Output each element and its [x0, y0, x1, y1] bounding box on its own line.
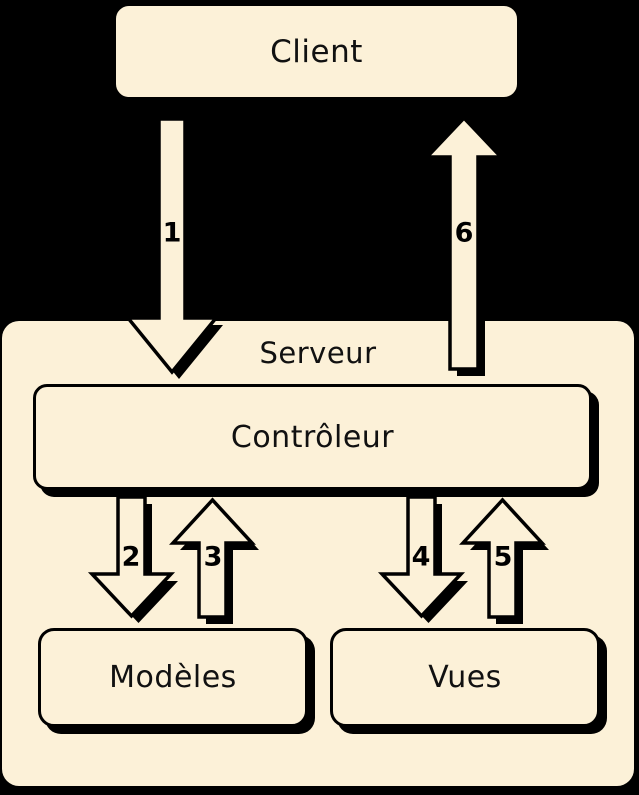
arrow-shape — [87, 495, 176, 619]
flow-label-3: 3 — [203, 541, 223, 573]
arrow-shape — [459, 497, 546, 619]
node-client: Client — [113, 3, 520, 100]
flow-arrow-5-up — [459, 497, 549, 624]
flow-arrow-2-down — [87, 495, 178, 623]
arrow-shape — [422, 115, 506, 371]
node-models-label: Modèles — [109, 660, 237, 695]
server-container-label: Serveur — [259, 336, 377, 370]
arrow-shape — [377, 495, 466, 619]
flow-arrow-4-down — [377, 495, 468, 623]
node-controller-label: Contrôleur — [230, 419, 395, 455]
node-views: Vues — [330, 628, 600, 727]
flow-label-1: 1 — [162, 217, 182, 249]
node-views-label: Vues — [428, 660, 502, 695]
node-models: Modèles — [38, 628, 308, 727]
flow-arrow-3-up — [169, 497, 259, 624]
flow-label-5: 5 — [493, 541, 513, 573]
flow-arrow-1-down — [124, 117, 223, 379]
flow-label-4: 4 — [411, 541, 431, 573]
node-controller: Contrôleur — [33, 384, 592, 490]
flow-label-6: 6 — [454, 217, 474, 249]
arrow-shape — [169, 497, 256, 619]
flow-label-2: 2 — [121, 541, 141, 573]
arrow-shape — [124, 117, 220, 375]
node-client-label: Client — [270, 33, 363, 70]
flow-arrow-6-up — [422, 115, 508, 376]
